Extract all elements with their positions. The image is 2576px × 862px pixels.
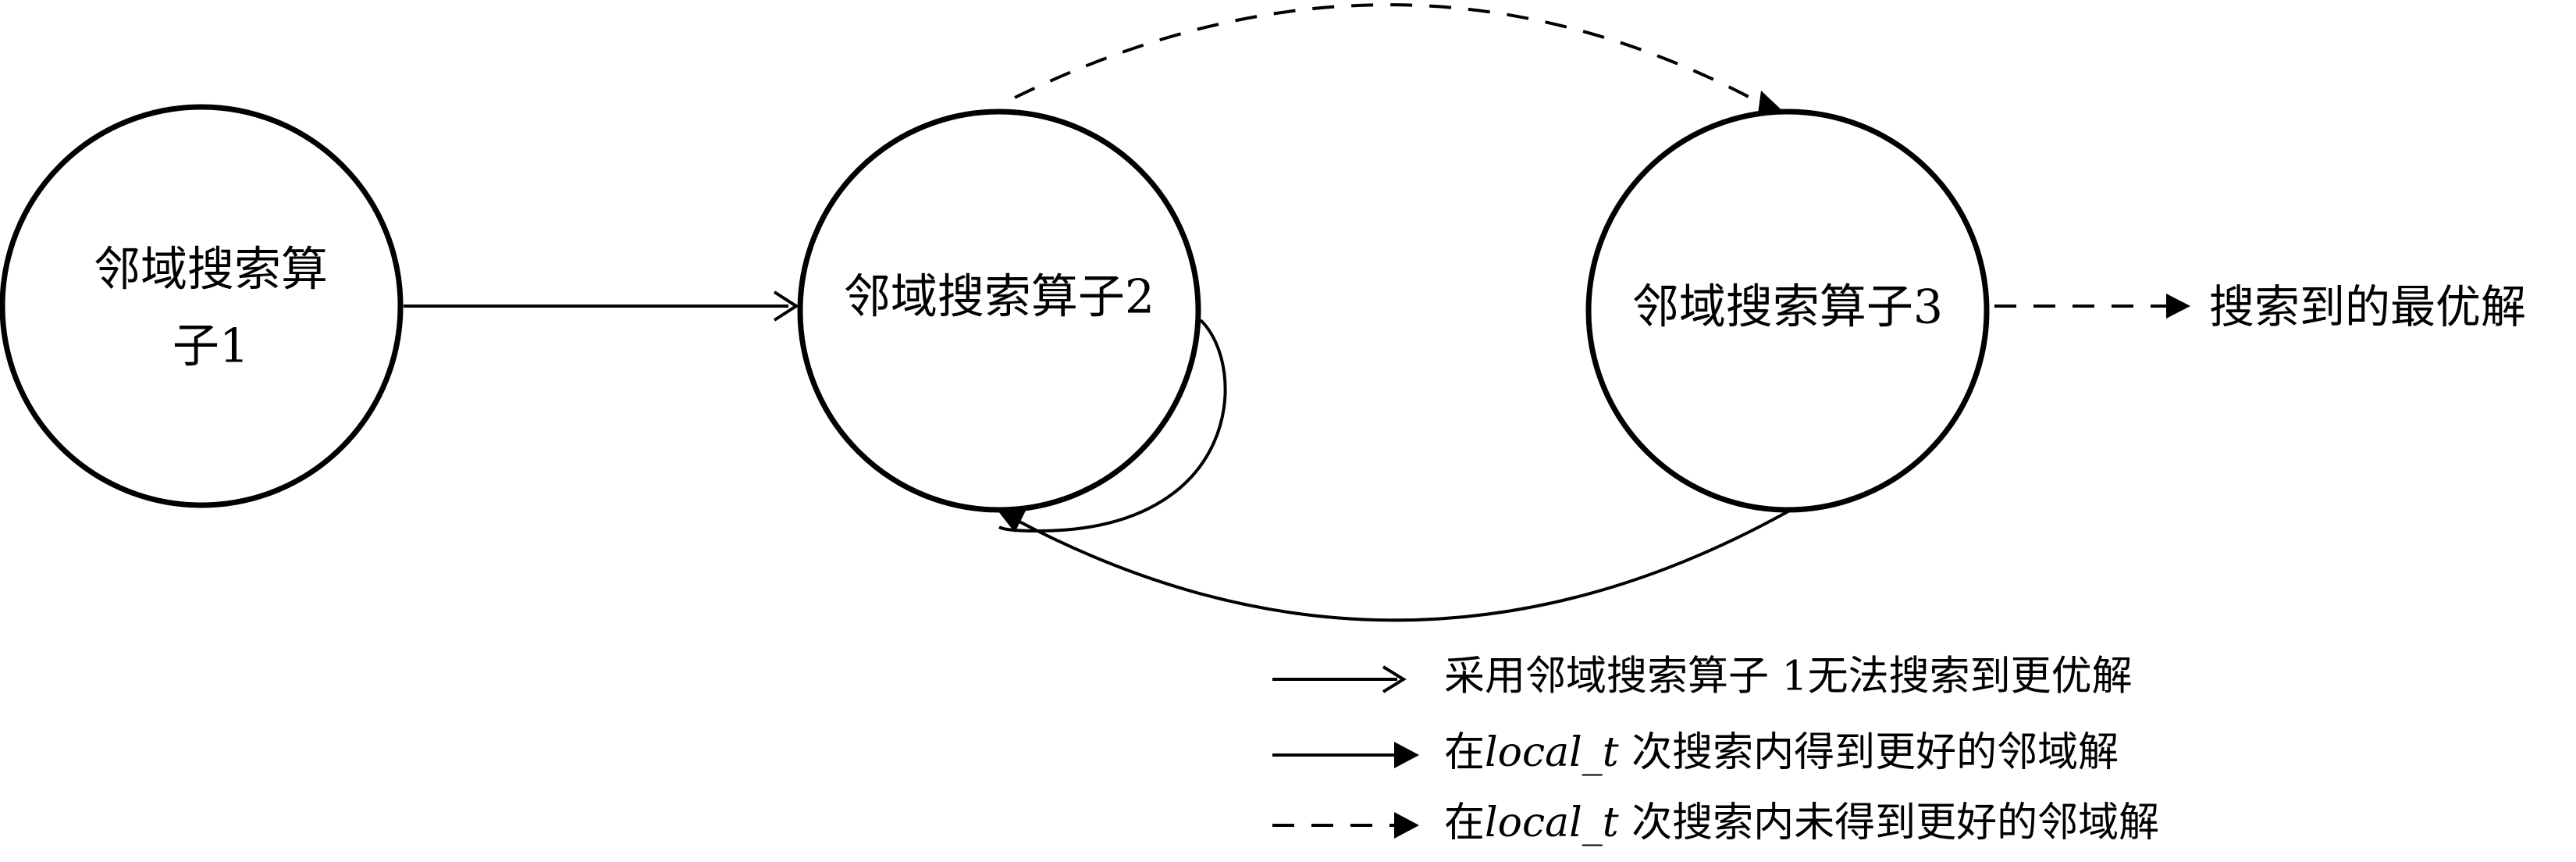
legend: 采用邻域搜索算子 1无法搜索到更优解 在local_t 次搜索内得到更好的邻域解… bbox=[1272, 654, 2159, 846]
legend-item-dashed-arrow-suffix: 次搜索内未得到更好的邻域解 bbox=[1619, 800, 2160, 846]
node-operator-3-label: 邻域搜索算子3 bbox=[1632, 280, 1943, 335]
edge-operator3-to-operator2 bbox=[995, 508, 1793, 622]
legend-item-dashed-arrow-label: 在local_t 次搜索内未得到更好的邻域解 bbox=[1444, 800, 2159, 846]
node-operator-2: 邻域搜索算子2 bbox=[797, 109, 1201, 513]
legend-item-solid-arrow-italic: local_t bbox=[1485, 729, 1619, 776]
legend-item-dashed-arrow-prefix: 在 bbox=[1444, 800, 1485, 846]
node-operator-1-label-line2: 子1 bbox=[173, 319, 249, 374]
edge-operator3-to-result bbox=[1994, 294, 2190, 319]
legend-item-solid-arrow: 在local_t 次搜索内得到更好的邻域解 bbox=[1272, 729, 2119, 776]
legend-item-dashed-arrow-italic: local_t bbox=[1485, 800, 1619, 846]
edge-operator1-to-operator2 bbox=[404, 290, 799, 322]
legend-item-dashed-arrow: 在local_t 次搜索内未得到更好的邻域解 bbox=[1272, 800, 2159, 846]
result-label: 搜索到的最优解 bbox=[2209, 280, 2526, 333]
node-operator-1: 邻域搜索算 子1 bbox=[0, 104, 404, 508]
legend-item-open-arrow: 采用邻域搜索算子 1无法搜索到更优解 bbox=[1272, 654, 2133, 700]
node-operator-2-label: 邻域搜索算子2 bbox=[844, 270, 1155, 325]
legend-item-open-arrow-label: 采用邻域搜索算子 1无法搜索到更优解 bbox=[1444, 654, 2133, 700]
edge-operator2-self-loop bbox=[998, 319, 1227, 533]
node-operator-3: 邻域搜索算子3 bbox=[1585, 109, 1990, 513]
legend-item-solid-arrow-prefix: 在 bbox=[1444, 729, 1485, 776]
edge-operator2-to-operator3 bbox=[1014, 3, 1788, 116]
legend-item-solid-arrow-label: 在local_t 次搜索内得到更好的邻域解 bbox=[1444, 729, 2119, 776]
legend-item-solid-arrow-suffix: 次搜索内得到更好的邻域解 bbox=[1619, 729, 2119, 776]
node-operator-1-label-line1: 邻域搜索算 bbox=[94, 243, 328, 297]
